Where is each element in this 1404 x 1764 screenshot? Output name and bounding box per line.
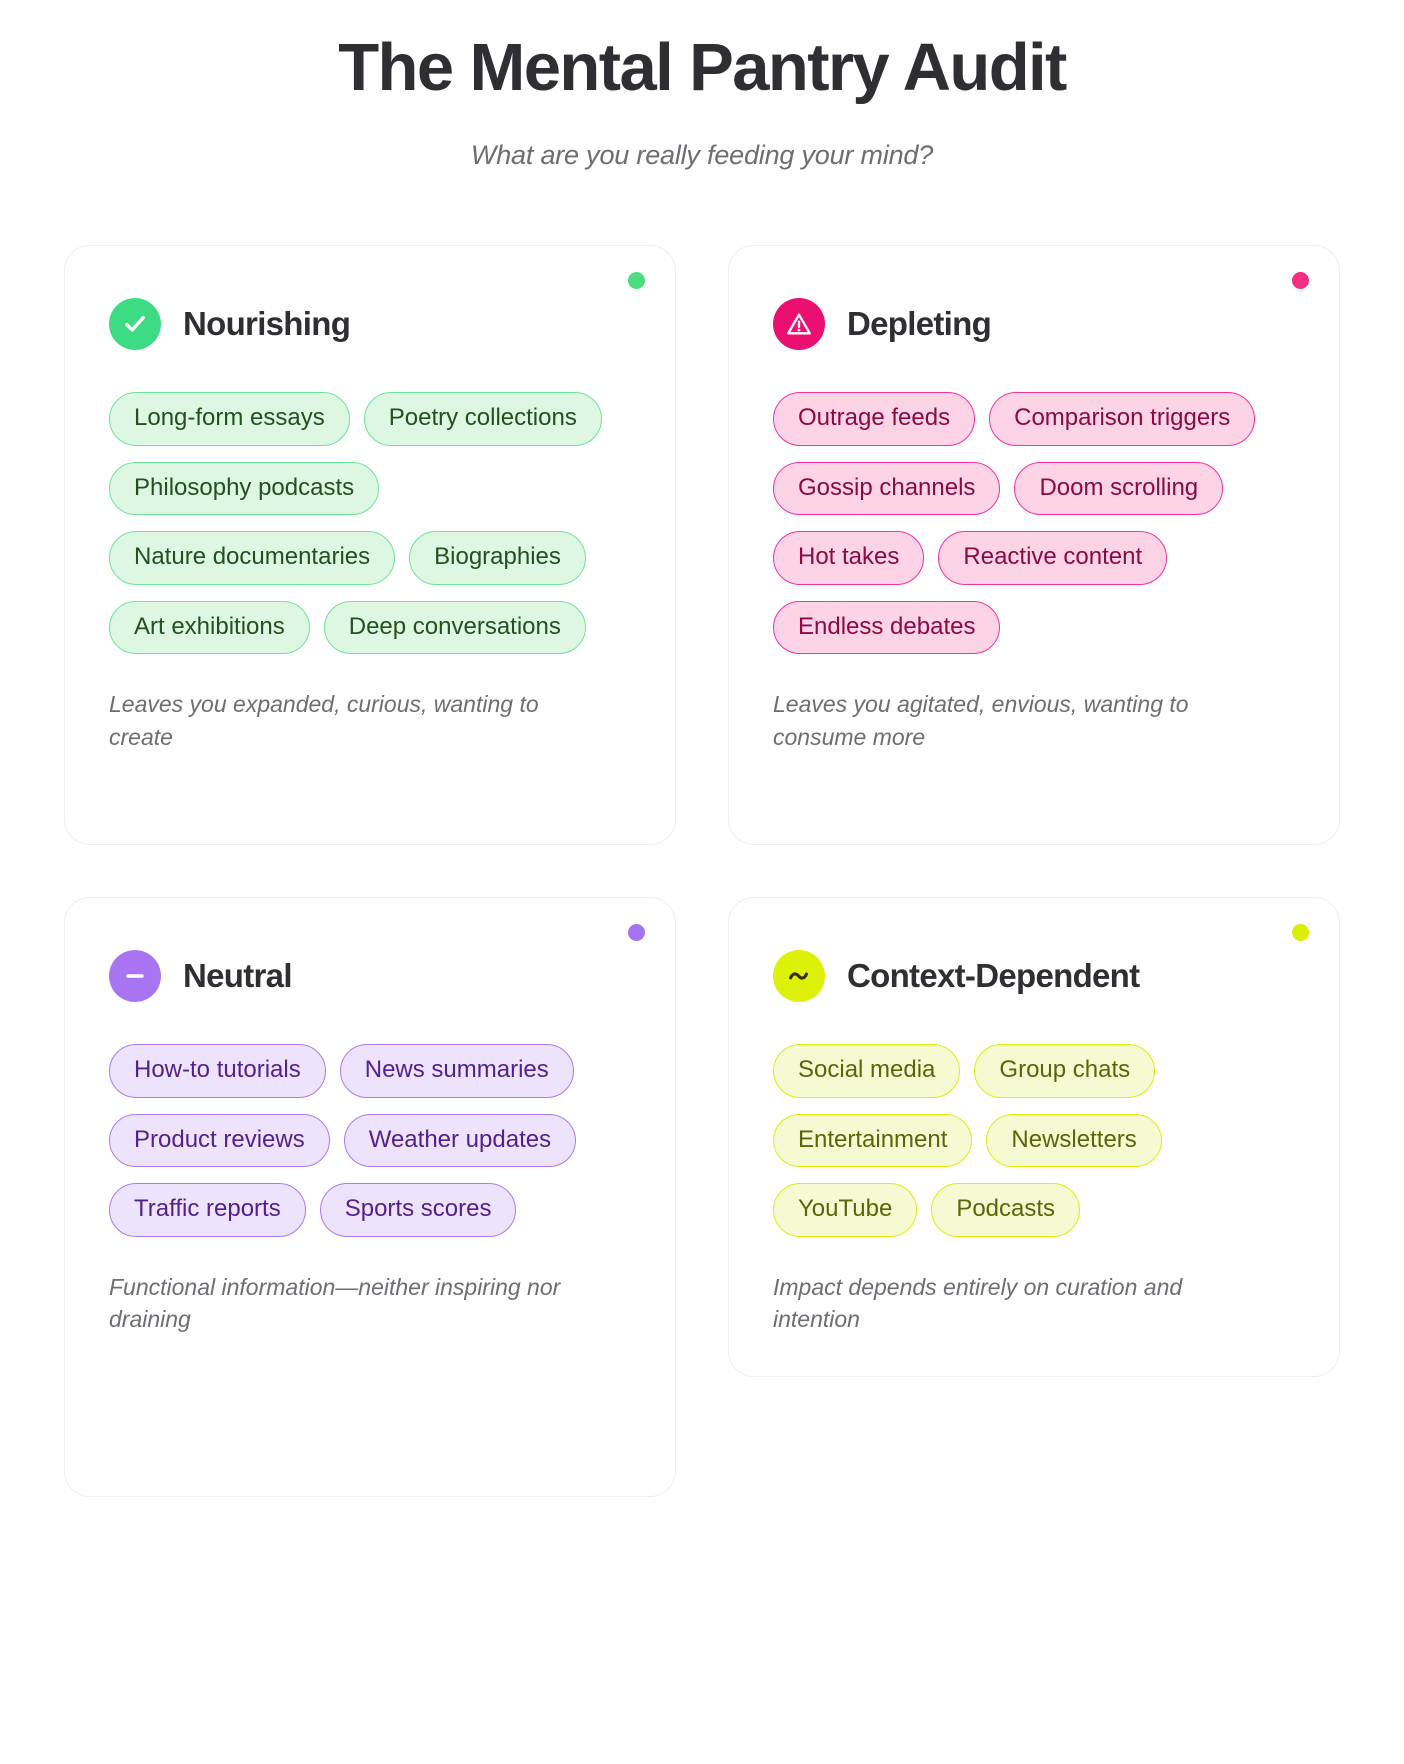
card-header: Depleting (773, 298, 1301, 351)
tag-item[interactable]: Art exhibitions (109, 600, 310, 654)
tag-item[interactable]: Nature documentaries (109, 531, 396, 585)
card-header: Nourishing (109, 298, 637, 351)
tag-item[interactable]: How-to tutorials (109, 1044, 326, 1098)
card-note: Impact depends entirely on curation and … (773, 1273, 1183, 1333)
tag-item[interactable]: Hot takes (773, 531, 925, 585)
tag-item[interactable]: Group chats (974, 1044, 1156, 1098)
card-title: Context-Dependent (847, 957, 1140, 995)
tag-list: Long-form essays Poetry collections Phil… (109, 392, 637, 654)
tag-item[interactable]: Product reviews (109, 1113, 330, 1168)
status-dot (628, 924, 645, 942)
tag-item[interactable]: Poetry collections (363, 392, 602, 446)
tag-item[interactable]: Newsletters (986, 1113, 1162, 1168)
tag-item[interactable]: Entertainment (773, 1113, 973, 1168)
tag-item[interactable]: Gossip channels (773, 461, 1001, 516)
minus-icon (109, 950, 161, 1003)
tilde-icon (773, 950, 825, 1003)
card-header: Neutral (109, 950, 637, 1003)
tag-item[interactable]: Long-form essays (109, 392, 350, 446)
tag-item[interactable]: Reactive content (938, 531, 1168, 585)
status-dot (1292, 924, 1309, 942)
tag-item[interactable]: Traffic reports (109, 1183, 306, 1237)
tag-item[interactable]: Philosophy podcasts (109, 461, 380, 516)
page-title: The Mental Pantry Audit (338, 30, 1067, 105)
tag-item[interactable]: News summaries (339, 1044, 574, 1098)
card-title: Depleting (847, 305, 992, 343)
tag-item[interactable]: Endless debates (773, 600, 1001, 654)
tag-item[interactable]: Doom scrolling (1014, 461, 1224, 516)
tag-item[interactable]: Biographies (409, 531, 586, 585)
tag-item[interactable]: Comparison triggers (989, 392, 1256, 446)
category-card-grid: Nourishing Long-form essays Poetry colle… (64, 245, 1340, 1498)
tag-item[interactable]: Deep conversations (323, 600, 586, 654)
tag-list: Outrage feeds Comparison triggers Gossip… (773, 392, 1301, 654)
card-depleting: Depleting Outrage feeds Comparison trigg… (728, 245, 1340, 846)
tag-item[interactable]: Podcasts (931, 1183, 1081, 1237)
status-dot (628, 272, 645, 290)
card-title: Neutral (183, 957, 292, 995)
card-title: Nourishing (183, 305, 351, 343)
card-note: Leaves you agitated, envious, wanting to… (773, 690, 1189, 750)
check-icon (109, 298, 161, 351)
card-context-dependent: Context-Dependent Social media Group cha… (728, 897, 1340, 1377)
page-header: The Mental Pantry Audit What are you rea… (64, 28, 1340, 171)
tag-item[interactable]: Outrage feeds (773, 392, 976, 446)
status-dot (1292, 272, 1309, 290)
tag-item[interactable]: Sports scores (319, 1183, 517, 1237)
card-note: Functional information—neither inspiring… (109, 1273, 561, 1333)
warning-triangle-icon (773, 298, 825, 351)
card-header: Context-Dependent (773, 950, 1301, 1003)
card-neutral: Neutral How-to tutorials News summaries … (64, 897, 676, 1498)
tag-item[interactable]: Social media (773, 1044, 961, 1098)
tag-list: Social media Group chats Entertainment N… (773, 1044, 1301, 1237)
tag-item[interactable]: Weather updates (343, 1113, 577, 1168)
tag-list: How-to tutorials News summaries Product … (109, 1044, 637, 1237)
card-note: Leaves you expanded, curious, wanting to… (109, 690, 539, 750)
card-nourishing: Nourishing Long-form essays Poetry colle… (64, 245, 676, 846)
page-subtitle: What are you really feeding your mind? (470, 140, 934, 171)
tag-item[interactable]: YouTube (773, 1183, 918, 1237)
